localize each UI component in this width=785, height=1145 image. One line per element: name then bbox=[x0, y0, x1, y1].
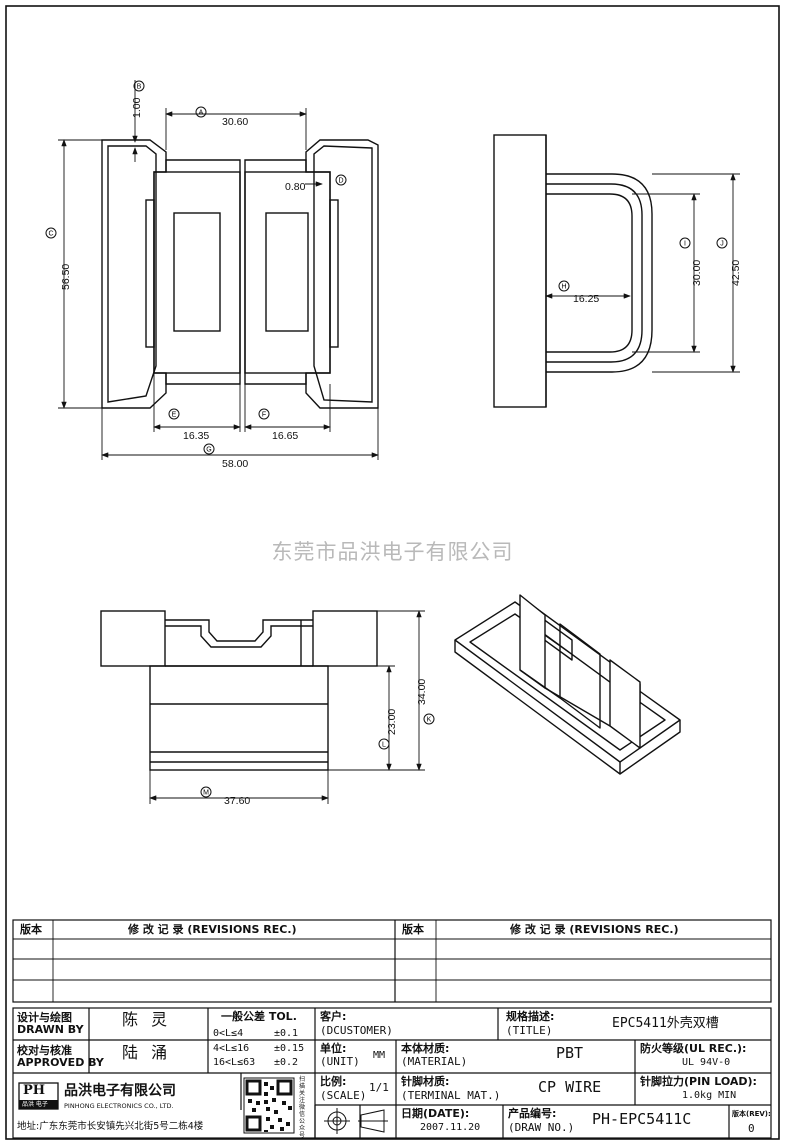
front-view-left-block bbox=[100, 610, 166, 667]
dim-F-value: 16.65 bbox=[272, 430, 298, 442]
balloon-B: B bbox=[137, 84, 142, 91]
dim-J-value: 42.50 bbox=[730, 260, 742, 286]
balloon-E: E bbox=[172, 412, 177, 419]
balloon-G: G bbox=[206, 447, 211, 454]
isometric-view bbox=[454, 594, 681, 775]
top-view-left-slot bbox=[173, 212, 221, 332]
watermark: 东莞市品洪电子有限公司 bbox=[271, 540, 514, 564]
dim-A-value: 30.60 bbox=[222, 116, 248, 128]
dim-E-value: 16.35 bbox=[183, 430, 209, 442]
front-view-body bbox=[149, 665, 329, 771]
projection-symbol-icon bbox=[324, 1108, 388, 1134]
balloon-K: K bbox=[427, 717, 432, 724]
dim-D-value: 0.80 bbox=[285, 181, 306, 193]
dim-C-value: 56.50 bbox=[60, 264, 72, 290]
dim-K-value: 34.00 bbox=[416, 679, 428, 705]
dim-M-value: 37.60 bbox=[224, 795, 250, 807]
balloon-J: J bbox=[720, 241, 724, 248]
front-view-right-block bbox=[312, 610, 378, 667]
side-view-dim-labels: 16.25 30.00 42.50 bbox=[573, 260, 742, 305]
title-block-grid bbox=[12, 919, 772, 1139]
side-view-flange bbox=[493, 134, 547, 408]
dim-L-value: 23.00 bbox=[386, 709, 398, 735]
balloon-C: C bbox=[48, 231, 53, 238]
front-view bbox=[100, 610, 378, 771]
top-view-left-window bbox=[153, 171, 241, 374]
top-view-right-window bbox=[244, 171, 331, 374]
balloon-A: A bbox=[199, 110, 204, 117]
top-view-balloon-letters: A B C D E F G bbox=[48, 84, 343, 454]
balloon-H: H bbox=[561, 284, 566, 291]
front-view-dimensions bbox=[149, 610, 425, 804]
side-view-outer-core bbox=[546, 173, 653, 373]
company-logo bbox=[18, 1082, 59, 1110]
qr-code bbox=[243, 1077, 295, 1134]
balloon-L: L bbox=[382, 742, 386, 749]
dim-G-value: 58.00 bbox=[222, 458, 248, 470]
balloon-M: M bbox=[203, 790, 209, 797]
dim-B-value: 1.00 bbox=[131, 97, 143, 118]
top-view-dimensions bbox=[58, 80, 379, 460]
balloon-D: D bbox=[338, 178, 343, 185]
sheet-border bbox=[5, 5, 780, 1140]
balloon-I: I bbox=[684, 241, 686, 248]
side-view bbox=[493, 134, 653, 408]
top-view-balloons bbox=[45, 80, 347, 455]
balloon-F: F bbox=[262, 412, 266, 419]
dim-H-value: 16.25 bbox=[573, 293, 599, 305]
top-view-dim-labels: 30.60 1.00 56.50 0.80 16.35 16.65 58.00 bbox=[60, 97, 306, 470]
dim-I-value: 30.00 bbox=[691, 260, 703, 286]
top-view-right-slot bbox=[265, 212, 309, 332]
side-view-dimensions bbox=[545, 173, 740, 373]
top-view bbox=[101, 139, 379, 409]
